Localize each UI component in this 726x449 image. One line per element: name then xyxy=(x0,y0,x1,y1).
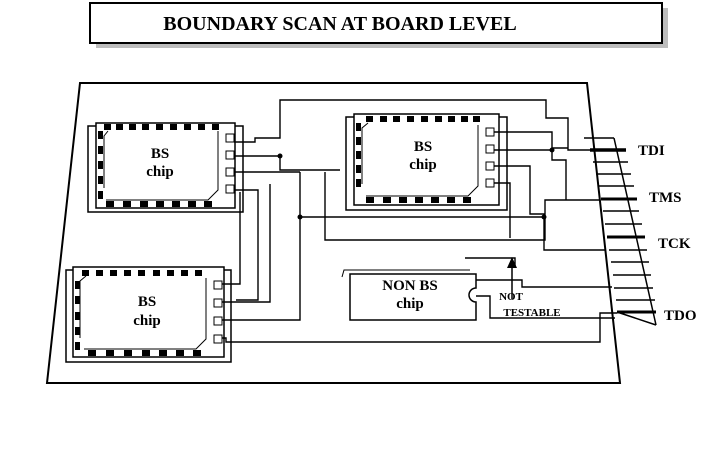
signal-traces xyxy=(222,100,617,342)
bs-chip-bottom-left: BS chip xyxy=(66,267,231,362)
bs-chip-top-left: BS chip xyxy=(88,123,243,212)
chip-label: BS xyxy=(414,139,432,155)
not-testable-arrow xyxy=(507,257,517,299)
non-bs-chip: NON BS chip xyxy=(342,270,476,320)
chip-label: chip xyxy=(396,296,424,312)
board-outline xyxy=(45,82,622,384)
chip-label: BS xyxy=(151,146,169,162)
bs-chip-top-right: BS chip xyxy=(346,114,507,210)
signal-label-tdi: TDI xyxy=(638,143,665,159)
signal-label-tms: TMS xyxy=(649,190,682,206)
signal-label-tdo: TDO xyxy=(664,308,697,324)
chip-label: BS xyxy=(138,294,156,310)
title-box: BOUNDARY SCAN AT BOARD LEVEL xyxy=(90,3,668,48)
note-label: NOT xyxy=(499,291,524,303)
edge-connector xyxy=(584,138,656,325)
note-label: TESTABLE xyxy=(503,307,560,319)
junction-dots xyxy=(277,147,555,220)
chip-label: chip xyxy=(146,164,174,180)
chip-label: chip xyxy=(409,157,437,173)
page-title: BOUNDARY SCAN AT BOARD LEVEL xyxy=(163,13,516,35)
chip-label: chip xyxy=(133,313,161,329)
signal-label-tck: TCK xyxy=(658,236,691,252)
chip-label: NON BS xyxy=(382,278,437,294)
